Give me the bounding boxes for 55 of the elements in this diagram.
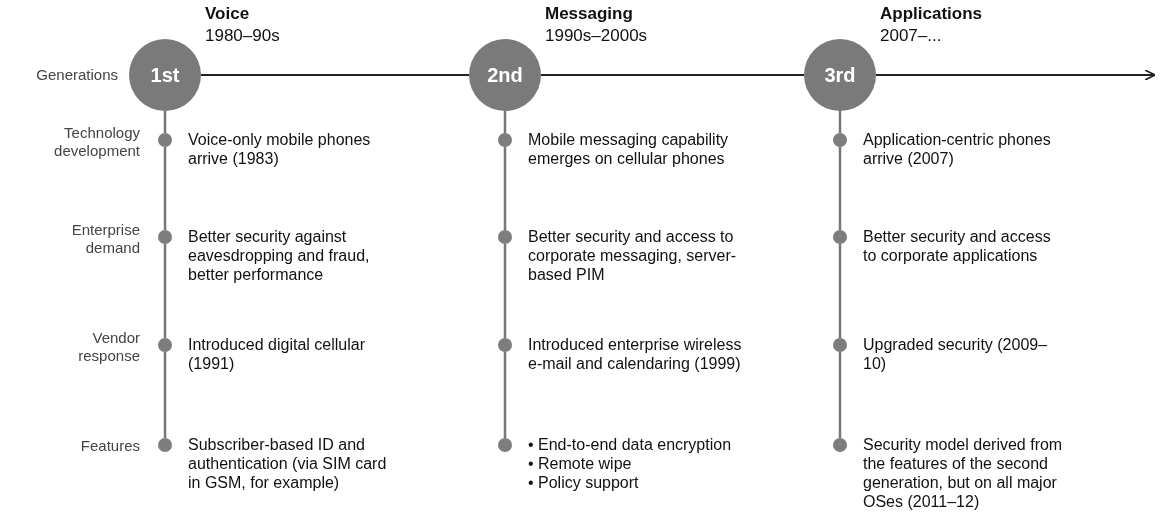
description-text: Better security and access to corporate applications (863, 227, 1052, 265)
timeline-dot (498, 338, 512, 352)
row-header: Enterprise demand (70, 221, 140, 257)
connector-line (163, 244, 167, 338)
bullet-item: • End-to-end data encryption (528, 435, 732, 454)
description-text: Mobile messaging capability emerges on cellular phones (528, 130, 730, 168)
description-text: Introduced enterprise wireless e-mail and calendaring (1999) (528, 335, 743, 373)
timeline-dot (158, 133, 172, 147)
timeline-axis (875, 69, 1156, 81)
timeline-axis (200, 74, 470, 76)
date-label: 1990s–2000s (545, 26, 648, 46)
description-text: Upgraded security (2009–10) (863, 335, 1049, 373)
bullet-item: • Remote wipe (528, 454, 633, 473)
generation-heading: Messaging (545, 4, 633, 24)
timeline-dot (498, 438, 512, 452)
generation-circle: 3rd (804, 39, 876, 111)
row-header: Features (79, 437, 140, 455)
description-text: Introduced digital cellular (1991) (188, 335, 366, 373)
date-label: 1980–90s (205, 26, 280, 46)
connector-line (503, 147, 507, 230)
timeline-axis (540, 74, 805, 76)
row-header: Generations (35, 66, 118, 84)
bullet-item: • Policy support (528, 473, 640, 492)
description-text: Application-centric phones arrive (2007) (863, 130, 1052, 168)
description-text: Better security and access to corporate messaging, server-based PIM (528, 227, 738, 284)
description-text: Security model derived from the features of the second generation, but on all major OSes (2011–12) (863, 435, 1063, 511)
description-text: Voice-only mobile phones arrive (1983) (188, 130, 372, 168)
timeline-dot (158, 230, 172, 244)
connector-line (163, 352, 167, 438)
generation-circle: 1st (129, 39, 201, 111)
connector-line (163, 111, 167, 133)
generation-heading: Applications (880, 4, 982, 24)
timeline-dot (833, 438, 847, 452)
connector-line (503, 111, 507, 133)
timeline-dot (158, 438, 172, 452)
date-label: 2007–... (880, 26, 942, 46)
timeline-dot (833, 338, 847, 352)
row-header: Vendor response (77, 329, 140, 365)
connector-line (838, 147, 842, 230)
row-header: Technology development (53, 124, 140, 160)
timeline-dot (833, 133, 847, 147)
description-text: Subscriber-based ID and authentication (via SIM card in GSM, for example) (188, 435, 388, 492)
connector-line (838, 111, 842, 133)
generation-circle: 2nd (469, 39, 541, 111)
timeline-dot (833, 230, 847, 244)
connector-line (838, 244, 842, 338)
timeline-dot (158, 338, 172, 352)
connector-line (503, 352, 507, 438)
timeline-dot (498, 230, 512, 244)
connector-line (503, 244, 507, 338)
generation-heading: Voice (205, 4, 250, 24)
timeline-dot (498, 133, 512, 147)
connector-line (838, 352, 842, 438)
connector-line (163, 147, 167, 230)
description-text: Better security against eavesdropping and fraud, better performance (188, 227, 371, 284)
